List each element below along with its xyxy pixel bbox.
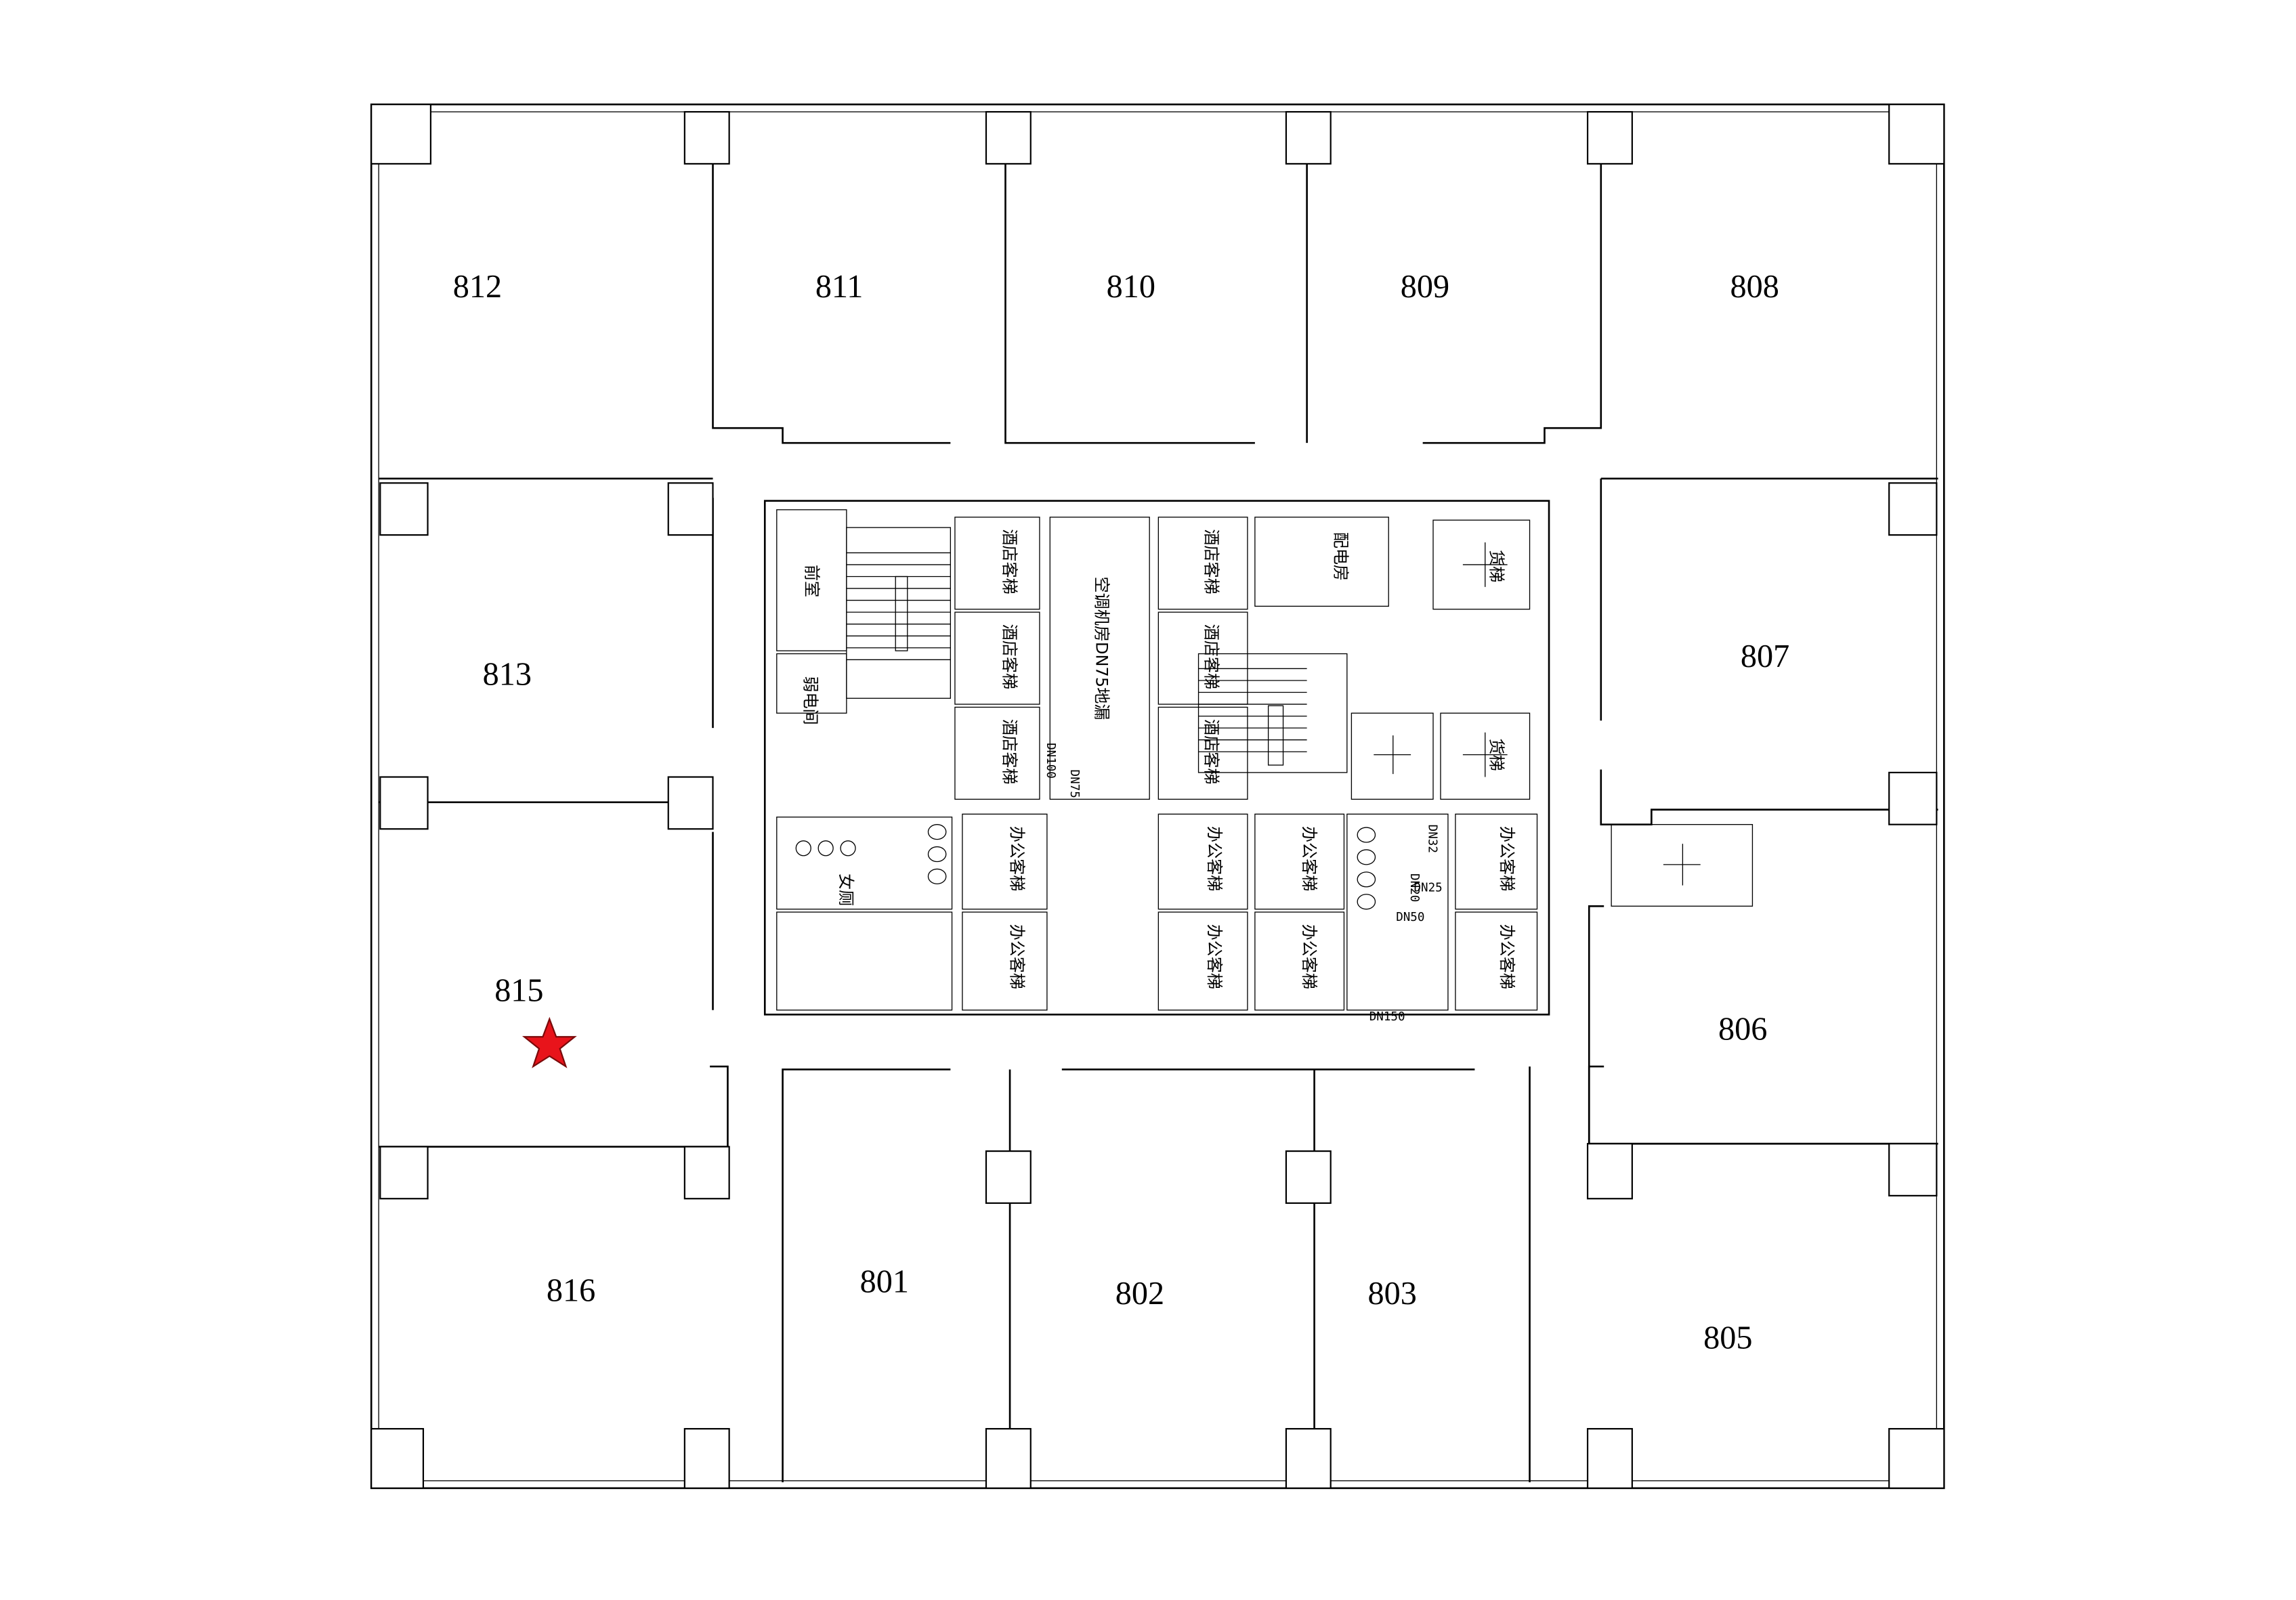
hotel-elevator-label: 酒店客梯 bbox=[1202, 624, 1221, 689]
ac-room-label: 空调机房DN75地漏 bbox=[1092, 576, 1111, 720]
room-812-label: 812 bbox=[453, 269, 502, 305]
core-rooms bbox=[776, 509, 1753, 1011]
hotel-elevator-label: 酒店客梯 bbox=[1202, 719, 1221, 784]
pipe-dn150-label: DN150 bbox=[1369, 1010, 1405, 1024]
hotel-elevator-label: 酒店客梯 bbox=[1000, 719, 1019, 784]
stair-left bbox=[846, 527, 952, 699]
office-elevator-label: 办公客梯 bbox=[1007, 826, 1026, 891]
freight-elevator-label: 货梯 bbox=[1487, 739, 1506, 771]
structural-columns bbox=[370, 104, 1945, 1489]
hotel-elevator-label: 酒店客梯 bbox=[1202, 529, 1221, 594]
room-803-label: 803 bbox=[1368, 1276, 1417, 1312]
freight-elevator-label: 货梯 bbox=[1487, 550, 1506, 582]
womens-toilet-label: 女厕 bbox=[836, 873, 855, 906]
pipe-dn20-label: DN20 bbox=[1407, 873, 1421, 902]
office-elevator-label: 办公客梯 bbox=[1205, 924, 1224, 989]
room-815-label: 815 bbox=[494, 973, 543, 1009]
office-elevator-label: 办公客梯 bbox=[1497, 826, 1516, 891]
star-icon bbox=[522, 1016, 577, 1068]
anteroom-label: 前室 bbox=[803, 565, 822, 597]
room-807-label: 807 bbox=[1741, 639, 1789, 674]
room-810-label: 810 bbox=[1107, 269, 1155, 305]
office-elevator-label: 办公客梯 bbox=[1300, 826, 1319, 891]
hotel-elevator-label: 酒店客梯 bbox=[1000, 624, 1019, 689]
office-elevator-label: 办公客梯 bbox=[1007, 924, 1026, 989]
office-elevator-label: 办公客梯 bbox=[1300, 924, 1319, 989]
room-labels: 812 811 810 809 808 813 807 815 806 816 … bbox=[453, 269, 1789, 1356]
room-806-label: 806 bbox=[1718, 1012, 1767, 1047]
hotel-elevator-label: 酒店客梯 bbox=[1000, 529, 1019, 594]
pipe-dn50-label: DN50 bbox=[1396, 911, 1424, 924]
pipe-dn100-label: DN100 bbox=[1044, 743, 1057, 779]
room-809-label: 809 bbox=[1401, 269, 1449, 305]
partition-walls bbox=[379, 163, 1938, 1483]
pipe-dn32-label: DN32 bbox=[1425, 825, 1439, 853]
room-802-label: 802 bbox=[1115, 1276, 1164, 1312]
stair-right bbox=[1197, 653, 1348, 773]
power-room-label: 配电房 bbox=[1331, 532, 1350, 581]
building-core: 前室 弱电间 酒店客梯 酒店客梯 酒店客梯 空调机房DN75地漏 酒店客梯 酒店… bbox=[763, 500, 1753, 1024]
room-813-label: 813 bbox=[483, 657, 532, 693]
room-808-label: 808 bbox=[1730, 269, 1779, 305]
office-elevator-label: 办公客梯 bbox=[1205, 826, 1224, 891]
room-811-label: 811 bbox=[815, 269, 864, 305]
office-elevator-label: 办公客梯 bbox=[1497, 924, 1516, 989]
pipe-dn75-label: DN75 bbox=[1067, 770, 1081, 798]
elevator-cars bbox=[1374, 542, 1701, 886]
room-816-label: 816 bbox=[547, 1273, 595, 1309]
pipe-dn25-label: DN25 bbox=[1414, 881, 1443, 894]
room-805-label: 805 bbox=[1703, 1320, 1752, 1356]
room-801-label: 801 bbox=[860, 1263, 909, 1299]
weak-current-room-label: 弱电间 bbox=[801, 676, 820, 725]
